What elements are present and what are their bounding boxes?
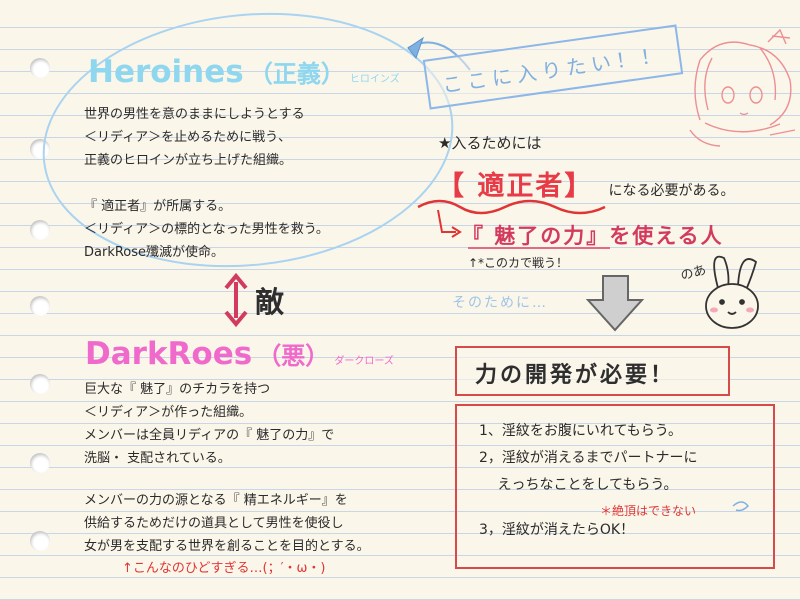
description-spacer	[84, 172, 329, 195]
arrow-head-icon	[407, 36, 424, 60]
swirl-icon	[732, 501, 749, 512]
wavy-underline-icon	[417, 199, 606, 215]
heroines-justice: （正義）	[248, 60, 345, 88]
sonotameni-text: そのために…	[452, 295, 548, 311]
binder-hole	[30, 531, 50, 551]
description-line: 巨大な『 魅了』のチカラを持つ	[84, 382, 271, 397]
description-line: 正義のヒロインが立ち上げた組織。	[84, 153, 293, 168]
description-line: 女が男を支配する世界を創ることを目的とする。	[84, 539, 370, 554]
darkroes-title: DarkRoes	[85, 336, 253, 372]
list-item: 1、淫紋をお腹にいれてもらう。	[479, 423, 682, 439]
need-text: 力の開発が必要！	[475, 363, 676, 388]
red-arrow-icon	[437, 209, 456, 233]
binder-hole	[30, 220, 50, 240]
binder-hole	[30, 453, 50, 473]
darkroes-description: 巨大な『 魅了』のチカラを持つ ＜リディア＞が作った組織。 メンバーは全員リディ…	[84, 378, 334, 470]
list-item: 3，淫紋が消えたらOK！	[479, 522, 635, 538]
description-line: DarkRose殲滅が使命。	[84, 245, 225, 260]
heroines-kana: ヒロインズ	[349, 74, 400, 85]
bunny-icon	[705, 255, 759, 329]
tekisei-row: 【 適正者】 になる必要がある。	[437, 164, 735, 203]
darkroes-kana: ダークローズ	[334, 356, 394, 367]
list-item: えっちなことをしてもらう。	[479, 477, 678, 493]
down-arrow-icon	[585, 275, 645, 332]
description-line: 世界の男性を意のままにしようとする	[84, 107, 305, 122]
need-box: 力の開発が必要！	[455, 346, 730, 396]
requirement-heading: ★入るためには	[438, 134, 542, 152]
darkroes-title-row: DarkRoes （悪） ダークローズ	[85, 336, 394, 372]
description-line: 洗脳・ 支配されている。	[84, 451, 231, 466]
description-line: メンバーの力の源となる『 精エネルギー』を	[84, 493, 348, 508]
description-line: ＜リディア＞を止めるために戦う、	[84, 130, 292, 145]
steps-list: 1、淫紋をお腹にいれてもらう。 2，淫紋が消えるまでパートナーに えっちなことを…	[479, 418, 698, 544]
darkroes-evil: （悪）	[257, 342, 330, 370]
description-line: 供給するためだけの道具として男性を使役し	[84, 516, 344, 531]
steps-box: 1、淫紋をお腹にいれてもらう。 2，淫紋が消えるまでパートナーに えっちなことを…	[455, 404, 775, 569]
description-line: メンバーは全員リディアの『 魅了の力』で	[84, 428, 335, 443]
description-line: 『 適正者』が所属する。	[84, 199, 232, 214]
heroines-description: 世界の男性を意のままにしようとする ＜リディア＞を止めるために戦う、 正義のヒロ…	[84, 103, 329, 264]
red-note: ＊絶頂はできない	[600, 504, 697, 518]
double-arrow-icon	[224, 272, 248, 328]
enemy-label: 敵	[255, 285, 285, 319]
heroines-title: Heroines	[88, 54, 244, 90]
binder-hole	[30, 58, 50, 78]
tekisei-label: 【 適正者】	[437, 171, 594, 202]
binder-hole	[30, 374, 50, 394]
description-line: ＜リディア＞が作った組織。	[84, 405, 253, 420]
heroines-circle	[42, 12, 454, 268]
darkroes-purpose: メンバーの力の源となる『 精エネルギー』を 供給するためだけの道具として男性を使…	[84, 489, 370, 558]
tekisei-tail: になる必要がある。	[608, 183, 735, 199]
miryo-note: ↑*このカで戦う！	[468, 256, 569, 270]
girl-sketch-icon	[689, 28, 796, 147]
description-line: ＜リディア＞の標的となった男性を救う。	[84, 222, 329, 237]
list-item: 2，淫紋が消えるまでパートナーに	[479, 450, 698, 466]
miryo-label: 『 魅了の力』を使える人	[462, 224, 724, 248]
binder-hole	[30, 296, 50, 316]
heroines-title-row: Heroines （正義） ヒロインズ	[88, 54, 400, 90]
darkroes-comment: ↑こんなのひどすぎる…(；′・ω・)	[122, 561, 326, 576]
